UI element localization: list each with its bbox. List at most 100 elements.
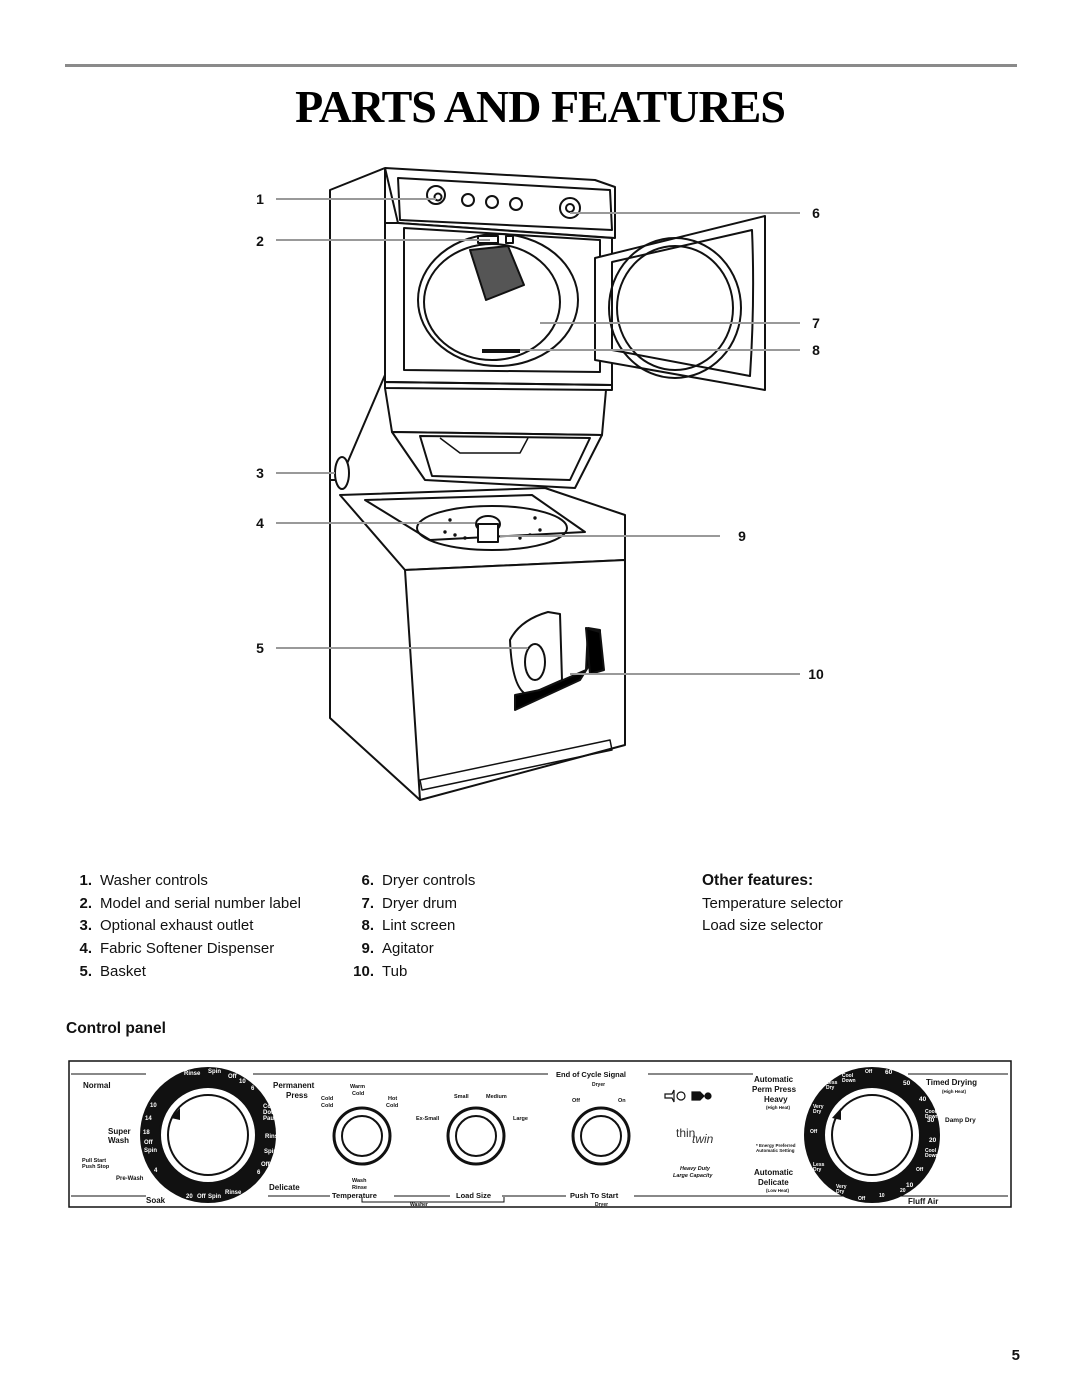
dial-label: Perm Press: [752, 1085, 797, 1094]
dial-label: 20: [929, 1137, 937, 1144]
knob-label: Cold: [386, 1103, 398, 1109]
part-item: 3.Optional exhaust outlet: [79, 917, 254, 935]
dial-label: Push Stop: [82, 1164, 110, 1170]
dial-label: Automatic: [754, 1075, 794, 1084]
dial-label: Pull Start: [82, 1158, 106, 1164]
dial-label: Spin: [208, 1069, 221, 1075]
dial-label: Off: [810, 1129, 818, 1135]
dial-label: Cool: [842, 1073, 854, 1079]
dial-label: (Low Heat): [766, 1188, 790, 1193]
load-size-knob[interactable]: [446, 1106, 506, 1166]
dial-label: Spin: [264, 1149, 277, 1155]
dial-label: 18: [143, 1130, 150, 1136]
callout-2: 2: [256, 233, 264, 249]
dial-label: Permanent: [273, 1081, 315, 1090]
part-item: 4.Fabric Softener Dispenser: [79, 940, 275, 958]
dial-label: Timed Drying: [926, 1078, 977, 1087]
dial-label: Dry: [813, 1167, 822, 1173]
control-panel-diagram: Rinse Spin Off 10 6 10 14 18 Off Spin 4 …: [68, 1060, 1012, 1208]
part-item: 6.Dryer controls: [361, 872, 476, 889]
dial-label: 14: [145, 1116, 152, 1122]
dial-label: 20: [186, 1194, 193, 1200]
knob-label: Hot: [388, 1096, 397, 1102]
feature-item: Load size selector: [702, 917, 823, 935]
circle-icon: [676, 1091, 686, 1101]
arrow-icon: [691, 1091, 705, 1101]
push-to-start-label: Push To Start: [570, 1191, 619, 1200]
dial-label: Off: [197, 1194, 207, 1200]
dial-label: (High Heat): [942, 1089, 967, 1094]
dial-label: Less: [826, 1080, 838, 1086]
capacity-label: Large Capacity: [673, 1173, 713, 1179]
dial-label: 40: [919, 1096, 927, 1103]
capacity-label: Heavy Duty: [680, 1166, 711, 1172]
callout-10: 10: [808, 666, 824, 682]
knob-label: Large: [513, 1116, 528, 1122]
dial-label: Down: [842, 1078, 856, 1084]
dial-label: Soak: [146, 1196, 166, 1205]
dial-label: Cool: [925, 1109, 937, 1115]
other-features: Other features: Temperature selector Loa…: [702, 870, 843, 938]
knob-label: Wash: [352, 1178, 367, 1184]
feature-item: Temperature selector: [702, 894, 843, 912]
signal-label: End of Cycle Signal: [556, 1070, 626, 1079]
signal-on-label: On: [618, 1098, 626, 1104]
dryer-dial[interactable]: [804, 1067, 940, 1203]
part-item: 5.Basket: [79, 962, 146, 980]
knob-label: Ex-Small: [416, 1116, 440, 1122]
dial-label: Rinse: [184, 1071, 201, 1077]
dial-label: Off: [865, 1069, 873, 1075]
part-item: 2.Model and serial number label: [79, 894, 301, 912]
dial-label: Pre-Wash: [116, 1176, 144, 1182]
dial-label: Damp Dry: [945, 1117, 976, 1124]
dial-label: Very: [836, 1184, 847, 1190]
dial-label: Press: [286, 1091, 308, 1100]
knob-label: Cold: [321, 1103, 333, 1109]
callout-1: 1: [256, 191, 264, 207]
dial-label: Down: [925, 1114, 939, 1120]
washer-bracket-label: Washer: [410, 1202, 428, 1208]
callout-5: 5: [256, 640, 264, 656]
dial-label: 6: [251, 1086, 255, 1092]
callout-9: 9: [738, 528, 746, 544]
dial-label: 50: [903, 1080, 911, 1087]
part-item: 1.Washer controls: [79, 872, 208, 889]
dial-label: 10: [879, 1193, 885, 1199]
brand-logo-twin: twin: [692, 1132, 714, 1146]
temperature-label: Temperature: [332, 1191, 377, 1200]
speaker-icon: [664, 1089, 675, 1103]
dial-label: Wash: [108, 1136, 129, 1145]
parts-list-left: 1.Washer controls 2.Model and serial num…: [66, 870, 301, 984]
dial-label: Automatic Setting: [756, 1148, 795, 1153]
part-item: 9.Agitator: [361, 940, 434, 958]
brand-logo-thin: thin: [676, 1126, 695, 1140]
dial-label: Down: [925, 1153, 939, 1159]
dial-label: Spin: [208, 1194, 221, 1200]
washer-dial[interactable]: [140, 1067, 276, 1203]
dial-label: Normal: [83, 1081, 111, 1090]
dial-label: Pause: [263, 1116, 281, 1122]
temperature-knob[interactable]: [332, 1106, 392, 1166]
dial-label: Automatic: [754, 1168, 794, 1177]
dial-label: Off: [261, 1162, 271, 1168]
callout-4: 4: [256, 515, 264, 531]
part-item: 8.Lint screen: [361, 917, 456, 935]
top-rule: [65, 64, 1017, 67]
dial-label: 4: [154, 1168, 158, 1174]
page-title: PARTS AND FEATURES: [295, 81, 786, 132]
dial-label: 60: [885, 1069, 893, 1076]
dial-label: Spin: [144, 1148, 157, 1154]
dial-label: Off: [916, 1167, 924, 1173]
dial-label: * Energy Preferred: [756, 1143, 796, 1148]
knob-label: Rinse: [352, 1185, 367, 1191]
control-panel-heading: Control panel: [66, 1020, 166, 1037]
knob-label: Medium: [486, 1094, 507, 1100]
load-size-label: Load Size: [456, 1191, 491, 1200]
dial-label: Super: [108, 1127, 131, 1136]
dial-label: 10: [906, 1182, 914, 1189]
end-of-cycle-signal-knob[interactable]: [571, 1106, 631, 1166]
signal-sub-label: Dryer: [592, 1082, 605, 1088]
dial-label: Off: [144, 1140, 154, 1146]
dial-label: 30: [927, 1117, 935, 1124]
dial-label: 10: [239, 1079, 246, 1085]
